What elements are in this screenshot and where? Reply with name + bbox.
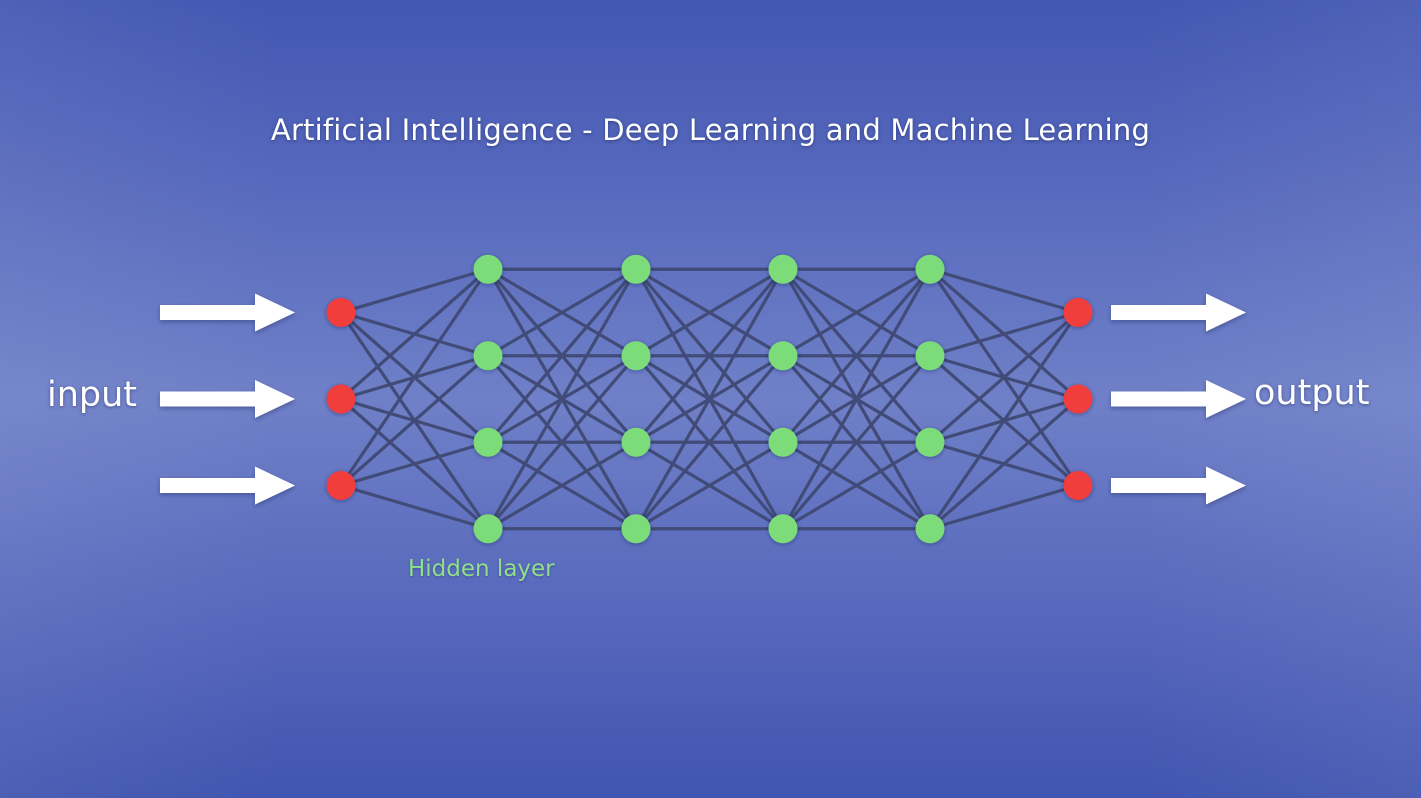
output-label: output bbox=[1254, 373, 1370, 413]
hidden-node bbox=[768, 427, 798, 457]
hidden-node bbox=[915, 341, 945, 371]
connection-line bbox=[928, 483, 1080, 531]
connection-line bbox=[634, 267, 785, 531]
neuron-nodes bbox=[326, 254, 1093, 544]
connection-line bbox=[781, 267, 932, 531]
output-right-arrow-icon bbox=[1111, 466, 1246, 505]
arrows bbox=[160, 293, 1246, 505]
connection-line bbox=[339, 267, 490, 488]
input-node bbox=[326, 298, 356, 327]
output-right-arrow-icon bbox=[1111, 293, 1246, 332]
connection-line bbox=[634, 440, 785, 531]
connection-line bbox=[486, 267, 638, 358]
connection-line bbox=[486, 354, 638, 531]
input-right-arrow-icon bbox=[160, 380, 295, 418]
output-node bbox=[1063, 298, 1093, 327]
input-label: input bbox=[47, 375, 138, 415]
connection-line bbox=[928, 310, 1080, 444]
input-right-arrow-icon bbox=[160, 466, 295, 505]
connection-line bbox=[486, 440, 638, 531]
hidden-node bbox=[621, 254, 651, 284]
connection-line bbox=[928, 310, 1080, 531]
connection-lines bbox=[339, 267, 1080, 531]
connection-line bbox=[486, 267, 638, 444]
connection-line bbox=[781, 267, 932, 444]
page-title: Artificial Intelligence - Deep Learning … bbox=[270, 113, 1151, 147]
connection-line bbox=[339, 267, 490, 315]
connection-line bbox=[339, 483, 490, 531]
hidden-layer-label: Hidden layer bbox=[408, 556, 555, 582]
hidden-node bbox=[915, 514, 945, 544]
connection-line bbox=[339, 440, 490, 488]
connection-line bbox=[928, 267, 1080, 315]
hidden-node bbox=[621, 341, 651, 371]
hidden-node bbox=[473, 341, 503, 371]
output-node bbox=[1063, 471, 1093, 500]
hidden-node bbox=[473, 514, 503, 544]
hidden-node bbox=[768, 254, 798, 284]
hidden-node bbox=[621, 427, 651, 457]
input-right-arrow-icon bbox=[160, 293, 295, 332]
connection-line bbox=[634, 267, 785, 444]
connection-line bbox=[339, 267, 490, 401]
hidden-node bbox=[621, 514, 651, 544]
input-node bbox=[326, 471, 356, 500]
connection-line bbox=[781, 354, 932, 531]
connection-line bbox=[634, 354, 785, 531]
hidden-node bbox=[768, 341, 798, 371]
input-node bbox=[326, 384, 356, 414]
connection-line bbox=[928, 310, 1080, 358]
hidden-node bbox=[473, 254, 503, 284]
connection-line bbox=[339, 354, 490, 488]
connection-line bbox=[486, 267, 638, 531]
connection-line bbox=[781, 440, 932, 531]
hidden-node bbox=[915, 427, 945, 457]
hidden-node bbox=[473, 427, 503, 457]
output-right-arrow-icon bbox=[1111, 380, 1246, 418]
hidden-node bbox=[768, 514, 798, 544]
output-node bbox=[1063, 384, 1093, 414]
connection-line bbox=[781, 267, 932, 358]
hidden-node bbox=[915, 254, 945, 284]
connection-line bbox=[928, 397, 1080, 531]
connection-line bbox=[634, 267, 785, 358]
